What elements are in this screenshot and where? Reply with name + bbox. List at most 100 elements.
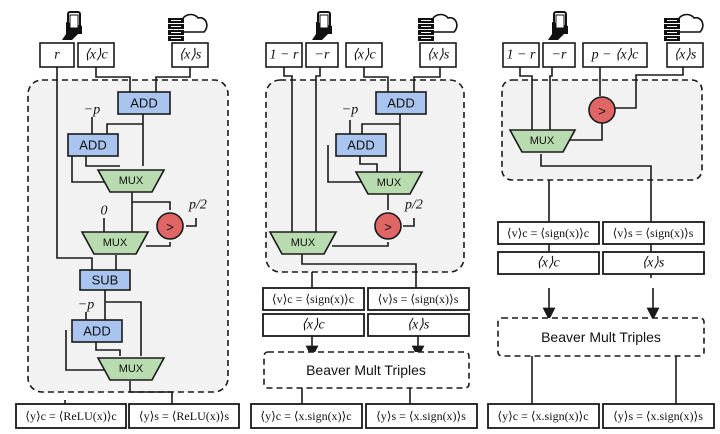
relu-wires <box>56 67 197 404</box>
intermediate-vc: ⟨v⟩c = ⟨sign(x)⟩c <box>272 292 354 306</box>
add-label: ADD <box>130 96 157 111</box>
share-xc-box <box>262 313 365 337</box>
input-xc-box <box>345 42 383 68</box>
mux-label: MUX <box>119 363 144 375</box>
add-block <box>335 133 387 157</box>
mux-block <box>354 171 424 195</box>
input-neg-r-box <box>542 42 576 68</box>
const-half-p: p/2 <box>188 198 207 213</box>
server-cloud-icon <box>663 13 704 42</box>
share-xs-box <box>367 313 470 337</box>
client-phone-icon <box>61 11 83 41</box>
compare-block <box>374 212 402 240</box>
add-label: ADD <box>347 138 374 153</box>
input-1-minus-r: 1 − r <box>270 48 299 63</box>
input-p-minus-xc: p − ⟨x⟩c <box>591 48 640 63</box>
mux-block <box>268 231 338 255</box>
beaver-triples-box <box>497 317 705 357</box>
share-xc-box <box>497 251 600 275</box>
beaver-triples-label: Beaver Mult Triples <box>306 362 426 378</box>
output-yc-box <box>15 403 127 429</box>
mux-label: MUX <box>103 237 128 249</box>
panel-sign-mult-optimized: 1 − r −r p − ⟨x⟩c ⟨x⟩s > MUX ⟨v⟩c = ⟨sig… <box>487 11 715 429</box>
intermediate-vs-box <box>367 287 470 311</box>
input-xs: ⟨x⟩s <box>427 48 450 63</box>
intermediate-vs: ⟨v⟩s = ⟨sign(x)⟩s <box>613 226 694 240</box>
input-xc-box <box>77 42 115 68</box>
panel-sign-mult: 1 − r −r ⟨x⟩c ⟨x⟩s −p p/2 ADD ADD MUX > … <box>250 11 478 429</box>
output-ys: ⟨y⟩s = ⟨ReLU(x)⟩s <box>139 409 229 423</box>
mux-block <box>96 357 166 381</box>
compare-block <box>156 212 184 240</box>
input-xs-box <box>419 42 457 68</box>
compare-block <box>588 96 616 124</box>
input-1-minus-r-box <box>502 42 540 68</box>
mux-label: MUX <box>291 237 316 249</box>
add-block <box>67 133 119 157</box>
compare-label: > <box>384 220 392 235</box>
input-1-minus-r: 1 − r <box>507 48 536 63</box>
share-xc: ⟨x⟩c <box>301 318 325 333</box>
input-xc: ⟨x⟩c <box>352 48 376 63</box>
mux-block <box>80 231 150 255</box>
output-ys-box <box>128 403 240 429</box>
beaver-triples-box <box>263 351 470 389</box>
output-ys-box <box>602 403 715 429</box>
add-label: ADD <box>79 138 106 153</box>
output-yc-box <box>487 403 600 429</box>
output-yc: ⟨y⟩c = ⟨x.sign(x)⟩c <box>497 409 588 423</box>
add-label: ADD <box>387 96 414 111</box>
input-neg-r: −r <box>315 48 330 63</box>
beaver-triples-label: Beaver Mult Triples <box>541 329 661 345</box>
server-cloud-icon <box>417 13 458 42</box>
input-1-minus-r-box <box>265 42 303 68</box>
output-ys: ⟨y⟩s = ⟨x.sign(x)⟩s <box>376 409 466 423</box>
share-xc: ⟨x⟩c <box>536 256 560 271</box>
share-xs-box <box>602 251 705 275</box>
output-yc-box <box>250 403 363 429</box>
mux-label: MUX <box>119 175 144 187</box>
intermediate-vc-box <box>262 287 365 311</box>
input-p-minus-xc-box <box>582 42 648 68</box>
output-yc: ⟨y⟩c = ⟨x.sign(x)⟩c <box>260 409 351 423</box>
input-r-box <box>39 42 75 68</box>
intermediate-vc: ⟨v⟩c = ⟨sign(x)⟩c <box>507 226 589 240</box>
add-block <box>117 91 171 115</box>
input-xs: ⟨x⟩s <box>674 48 697 63</box>
client-phone-icon <box>547 11 569 41</box>
intermediate-vc-box <box>497 221 600 245</box>
const-zero: 0 <box>101 204 108 219</box>
share-xs: ⟨x⟩s <box>407 318 430 333</box>
input-xc: ⟨x⟩c <box>84 48 108 63</box>
panel-relu: r ⟨x⟩c ⟨x⟩s −p 0 p/2 −p ADD ADD MUX > MU… <box>15 11 240 429</box>
output-ys: ⟨y⟩s = ⟨x.sign(x)⟩s <box>613 409 703 423</box>
mux-block <box>508 129 577 153</box>
sub-label: SUB <box>92 273 119 288</box>
compare-label: > <box>598 104 606 119</box>
mux-label: MUX <box>377 177 402 189</box>
sub-block <box>79 269 131 291</box>
const-half-p: p/2 <box>404 198 423 213</box>
sign-wires <box>283 67 441 404</box>
compare-label: > <box>166 220 174 235</box>
mux-label: MUX <box>530 135 555 147</box>
add-block <box>71 319 123 343</box>
add-block <box>375 91 427 115</box>
share-xs: ⟨x⟩s <box>642 256 665 271</box>
input-r: r <box>54 48 60 63</box>
intermediate-vs: ⟨v⟩s = ⟨sign(x)⟩s <box>378 292 459 306</box>
client-phone-icon <box>311 11 333 41</box>
server-cloud-icon <box>167 13 208 42</box>
input-neg-r: −r <box>552 48 567 63</box>
const-neg-p: −p <box>84 103 100 118</box>
input-xs-box <box>171 42 209 68</box>
add-label: ADD <box>83 324 110 339</box>
input-neg-r-box <box>305 42 339 68</box>
output-yc: ⟨y⟩c = ⟨ReLU(x)⟩c <box>25 409 116 423</box>
mux-block <box>96 169 166 193</box>
input-xs-box <box>666 42 704 68</box>
output-ys-box <box>365 403 478 429</box>
const-neg-p-2: −p <box>78 298 94 313</box>
const-neg-p: −p <box>342 103 358 118</box>
